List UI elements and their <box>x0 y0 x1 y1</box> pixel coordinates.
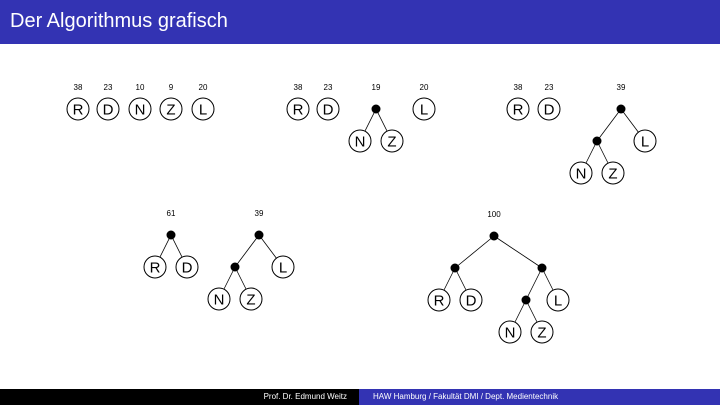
leaf-label: L <box>554 293 562 310</box>
leaf-label: D <box>544 102 555 119</box>
leaf-node-L <box>546 288 570 312</box>
footer: Prof. Dr. Edmund Weitz HAW Hamburg / Fak… <box>0 389 720 405</box>
tree-weight-label: 61 <box>167 209 176 218</box>
leaf-node-R <box>66 97 90 121</box>
leaf-label: D <box>103 102 114 119</box>
leaf-label: N <box>505 325 516 342</box>
leaf-node-D <box>537 97 561 121</box>
leaf-label: Z <box>608 166 617 183</box>
leaf-label: R <box>293 102 304 119</box>
tree-weight-label: 38 <box>294 83 303 92</box>
tree-edge <box>596 108 622 142</box>
leaf-node-R <box>506 97 530 121</box>
leaf-node-D <box>96 97 120 121</box>
leaf-node-N <box>207 287 231 311</box>
leaf-label: D <box>466 293 477 310</box>
leaf-label: L <box>420 102 428 119</box>
tree-edge <box>454 235 495 269</box>
leaf-node-L <box>633 129 657 153</box>
tree-weight-label: 20 <box>420 83 429 92</box>
leaf-node-Z <box>239 287 263 311</box>
leaf-node-N <box>128 97 152 121</box>
leaf-label: N <box>214 292 225 309</box>
leaf-label: Z <box>537 325 546 342</box>
leaf-label: R <box>434 293 445 310</box>
tree-edge <box>234 234 260 268</box>
leaf-node-N <box>348 129 372 153</box>
leaf-node-D <box>459 288 483 312</box>
leaf-node-Z <box>380 129 404 153</box>
tree-weight-label: 100 <box>487 210 501 219</box>
leaf-node-R <box>427 288 451 312</box>
leaf-label: Z <box>246 292 255 309</box>
inner-node <box>616 104 626 114</box>
leaf-label: L <box>199 102 207 119</box>
tree-edge <box>493 235 543 269</box>
leaf-label: N <box>135 102 146 119</box>
leaf-node-N <box>569 161 593 185</box>
title-bar: Der Algorithmus grafisch <box>0 0 720 44</box>
inner-node <box>230 262 240 272</box>
leaf-node-Z <box>159 97 183 121</box>
leaf-label: N <box>576 166 587 183</box>
leaf-label: D <box>323 102 334 119</box>
tree-weight-label: 9 <box>169 83 174 92</box>
leaf-label: R <box>513 102 524 119</box>
leaf-label: Z <box>166 102 175 119</box>
tree-edge <box>525 267 543 301</box>
tree-weight-label: 23 <box>104 83 113 92</box>
leaf-label: L <box>279 260 287 277</box>
leaf-node-L <box>412 97 436 121</box>
leaf-label: R <box>150 260 161 277</box>
tree-weight-label: 23 <box>324 83 333 92</box>
leaf-node-R <box>143 255 167 279</box>
leaf-node-Z <box>530 320 554 344</box>
leaf-node-D <box>175 255 199 279</box>
inner-node <box>537 263 547 273</box>
tree-weight-label: 10 <box>136 83 145 92</box>
tree-weight-label: 19 <box>372 83 381 92</box>
leaf-label: Z <box>387 134 396 151</box>
leaf-label: R <box>73 102 84 119</box>
leaf-label: L <box>641 134 649 151</box>
inner-node <box>450 263 460 273</box>
inner-node <box>371 104 381 114</box>
leaf-label: N <box>355 134 366 151</box>
tree-weight-label: 38 <box>74 83 83 92</box>
tree-weight-label: 38 <box>514 83 523 92</box>
leaf-node-L <box>271 255 295 279</box>
inner-node <box>592 136 602 146</box>
tree-weight-label: 20 <box>199 83 208 92</box>
leaf-node-R <box>286 97 310 121</box>
inner-node <box>166 230 176 240</box>
footer-institution: HAW Hamburg / Fakultät DMI / Dept. Medie… <box>359 389 720 405</box>
leaf-label: D <box>182 260 193 277</box>
leaf-node-N <box>498 320 522 344</box>
inner-node <box>489 231 499 241</box>
page-title: Der Algorithmus grafisch <box>10 10 228 32</box>
inner-node <box>521 295 531 305</box>
leaf-node-D <box>316 97 340 121</box>
inner-node <box>254 230 264 240</box>
tree-weight-label: 23 <box>545 83 554 92</box>
tree-weight-label: 39 <box>255 209 264 218</box>
leaf-node-Z <box>601 161 625 185</box>
footer-author: Prof. Dr. Edmund Weitz <box>0 389 359 405</box>
leaf-node-L <box>191 97 215 121</box>
tree-weight-label: 39 <box>617 83 626 92</box>
